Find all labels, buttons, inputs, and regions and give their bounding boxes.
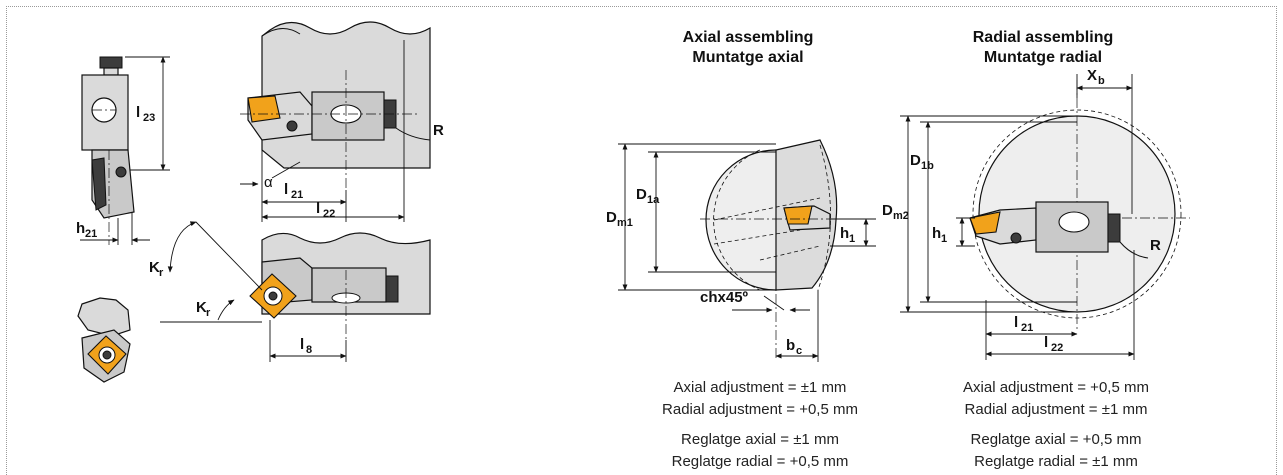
label-h21: h (76, 220, 85, 237)
label-Kr-inner-sub: r (206, 307, 211, 319)
label-h1-radial: h (932, 225, 941, 242)
dim-l23: l 23 (125, 56, 170, 171)
label-l8: l (300, 336, 304, 353)
axial-drawing (700, 139, 840, 360)
label-l22-radial: l (1044, 334, 1048, 351)
radial-note-1: Axial adjustment = +0,5 mm (963, 379, 1149, 396)
radial-header: Radial assembling Muntatge radial (973, 29, 1114, 66)
top-view-assembly: R (240, 21, 444, 190)
label-h1-axial-sub: 1 (849, 233, 855, 245)
cartridge-side-view (81, 56, 135, 245)
axial-note-1: Axial adjustment = ±1 mm (674, 379, 847, 396)
label-l22-top-sub: 22 (323, 208, 335, 220)
axial-note-2: Radial adjustment = +0,5 mm (662, 401, 858, 418)
axial-title-en: Axial assembling (683, 29, 814, 46)
axial-header: Axial assembling Muntatge axial (683, 29, 814, 66)
radial-notes: Axial adjustment = +0,5 mm Radial adjust… (963, 379, 1149, 470)
label-Dm2: D (882, 202, 893, 219)
dims-lower-view: K r K r l 8 (149, 221, 347, 362)
label-D1a-sub: 1a (647, 194, 660, 206)
label-R-top: R (433, 122, 444, 139)
label-D1b-sub: 1b (921, 160, 934, 172)
label-l8-sub: 8 (306, 344, 312, 356)
label-l23: l (136, 104, 140, 121)
label-l23-sub: 23 (143, 112, 155, 124)
label-Dm1: D (606, 209, 617, 226)
label-l21-radial: l (1014, 314, 1018, 331)
label-Xb-sub: b (1098, 75, 1105, 87)
radial-note-2: Radial adjustment = ±1 mm (965, 401, 1148, 418)
label-h21-sub: 21 (85, 228, 97, 240)
radial-drawing: R (960, 80, 1190, 330)
label-l21-radial-sub: 21 (1021, 322, 1033, 334)
label-Kr-outer: K (149, 259, 160, 276)
label-Dm2-sub: m2 (893, 210, 909, 222)
label-l22-top: l (316, 200, 320, 217)
label-bc: b (786, 337, 795, 354)
label-Dm1-sub: m1 (617, 217, 633, 229)
radial-title-en: Radial assembling (973, 29, 1114, 46)
label-Xb: X (1087, 67, 1097, 84)
dims-radial: X b D m2 D 1b h 1 l 21 l 22 (882, 67, 1135, 360)
label-l21-top-sub: 21 (291, 189, 303, 201)
label-R-radial: R (1150, 237, 1161, 254)
radial-title-ca: Muntatge radial (984, 49, 1102, 66)
label-Kr-outer-sub: r (159, 267, 164, 279)
label-D1b: D (910, 152, 921, 169)
label-h1-radial-sub: 1 (941, 233, 947, 245)
dims-top-view: α l 21 l 22 (240, 40, 405, 222)
label-h1-axial: h (840, 225, 849, 242)
label-l21-top: l (284, 181, 288, 198)
frame-border (6, 6, 1277, 475)
label-bc-sub: c (796, 345, 802, 357)
axial-title-ca: Muntatge axial (692, 49, 803, 66)
insert-small-view (77, 297, 131, 383)
label-D1a: D (636, 186, 647, 203)
radial-note-4: Reglatge radial = ±1 mm (974, 453, 1138, 470)
axial-note-4: Reglatge radial = +0,5 mm (672, 453, 849, 470)
dim-h21: h 21 (76, 212, 150, 245)
dims-axial: D m1 D 1a h 1 chx45º b c (606, 143, 876, 362)
axial-note-3: Reglatge axial = ±1 mm (681, 431, 839, 448)
label-chx45: chx45º (700, 289, 749, 306)
label-Kr-inner: K (196, 299, 207, 316)
radial-note-3: Reglatge axial = +0,5 mm (971, 431, 1142, 448)
label-l22-radial-sub: 22 (1051, 342, 1063, 354)
axial-notes: Axial adjustment = ±1 mm Radial adjustme… (662, 379, 858, 470)
label-alpha: α (264, 174, 273, 191)
lower-view-assembly (249, 232, 431, 340)
